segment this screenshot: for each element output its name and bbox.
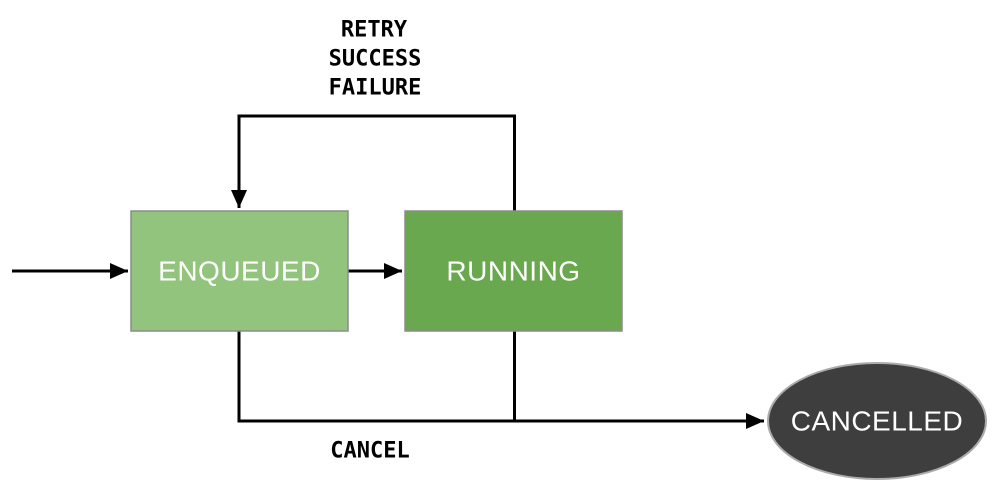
transition-to-cancelled-arrow xyxy=(237,331,764,429)
state-running: RUNNING xyxy=(404,210,623,332)
state-enqueued-label: ENQUEUED xyxy=(158,256,321,287)
loop-transition-labels: RETRY SUCCESS FAILURE xyxy=(329,18,422,101)
state-cancelled-ellipse xyxy=(767,362,987,480)
transition-label-cancel: CANCEL xyxy=(330,439,409,464)
transition-label-failure: FAILURE xyxy=(329,76,422,101)
transition-label-retry: RETRY xyxy=(341,18,408,43)
transition-running-to-enqueued-arrow xyxy=(231,114,516,211)
state-enqueued-box xyxy=(130,210,349,332)
state-enqueued: ENQUEUED xyxy=(130,210,349,332)
state-running-box xyxy=(404,210,623,332)
state-cancelled-label: CANCELLED xyxy=(791,406,964,437)
state-cancelled: CANCELLED xyxy=(767,362,987,480)
state-running-label: RUNNING xyxy=(446,256,580,287)
transition-label-success: SUCCESS xyxy=(329,47,422,72)
